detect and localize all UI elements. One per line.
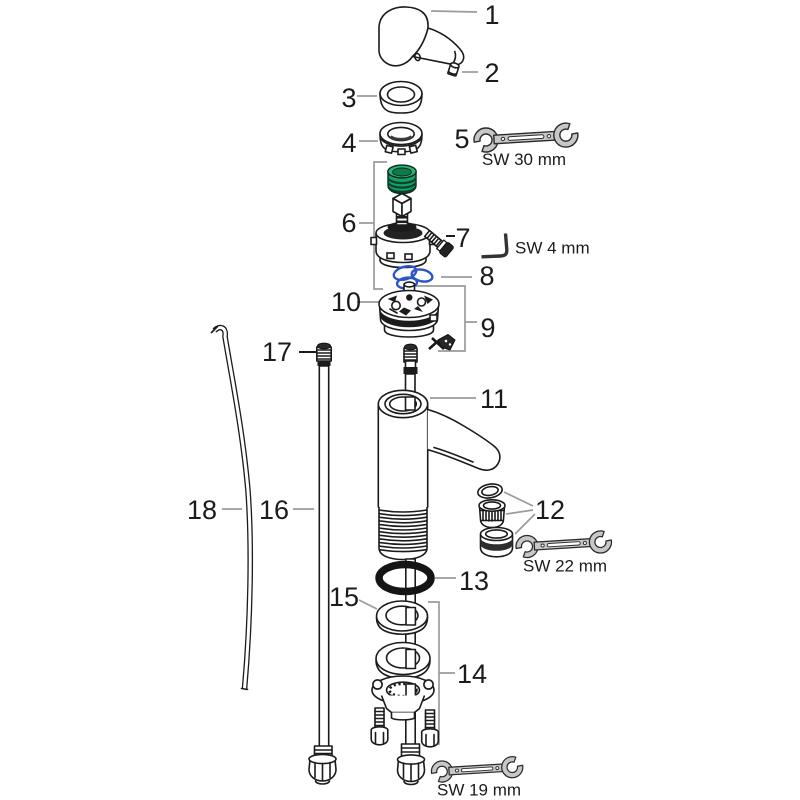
tool-label-sw4: SW 4 mm [515, 239, 590, 258]
part-label-9: 9 [480, 313, 495, 343]
part-label-11: 11 [480, 384, 508, 414]
part-18-flexible-hose [210, 324, 254, 691]
part-label-16: 16 [259, 495, 289, 525]
fixation-screw-left [370, 707, 389, 746]
part-label-17: 17 [262, 337, 292, 367]
part-label-12: 12 [535, 495, 565, 525]
wrench-sw30-icon [472, 121, 580, 154]
leader-12 [503, 491, 536, 535]
part-11-faucet-body [377, 343, 501, 786]
part-13-o-ring [375, 560, 435, 596]
tool-label-sw22: SW 22 mm [523, 557, 607, 576]
part-label-6: 6 [341, 208, 356, 238]
part-label-4: 4 [341, 128, 356, 158]
part-15-washer [375, 600, 429, 636]
tool-label-sw30: SW 30 mm [482, 150, 566, 169]
part-label-14: 14 [457, 659, 487, 689]
part-1-handle [378, 6, 465, 67]
part-7-screw [423, 229, 454, 258]
part-label-2: 2 [484, 58, 499, 88]
hex-key-sw4-icon [481, 233, 509, 259]
part-label-15: 15 [329, 582, 359, 612]
bracket-6 [359, 161, 387, 290]
leader-1 [430, 10, 478, 13]
leader-15 [358, 599, 378, 610]
part-12-aerator [477, 483, 514, 558]
part-label-7: 7 [455, 223, 470, 253]
part-label-3: 3 [341, 83, 356, 113]
fixation-screw-right [420, 709, 440, 748]
tool-label-sw19: SW 19 mm [437, 781, 521, 800]
wrench-sw22-icon [514, 529, 613, 559]
part-label-13: 13 [459, 566, 489, 596]
part-label-5: 5 [454, 124, 469, 154]
part-10-diverter [378, 281, 440, 338]
part-17-supply-pipe [308, 342, 337, 785]
part-9-clip [428, 333, 456, 351]
part-4-threaded-ring [379, 121, 423, 156]
part-label-8: 8 [479, 261, 494, 291]
part-label-1: 1 [484, 0, 499, 30]
wrench-sw19-icon [430, 755, 525, 784]
part-6-cartridge-assembly [370, 164, 436, 269]
part-2-set-screw [447, 62, 460, 77]
part-label-10: 10 [331, 287, 361, 317]
part-3-trim-ring [379, 80, 423, 114]
bracket-9 [416, 285, 477, 352]
part-14-fixation-set [370, 641, 440, 748]
part-label-18: 18 [187, 495, 217, 525]
